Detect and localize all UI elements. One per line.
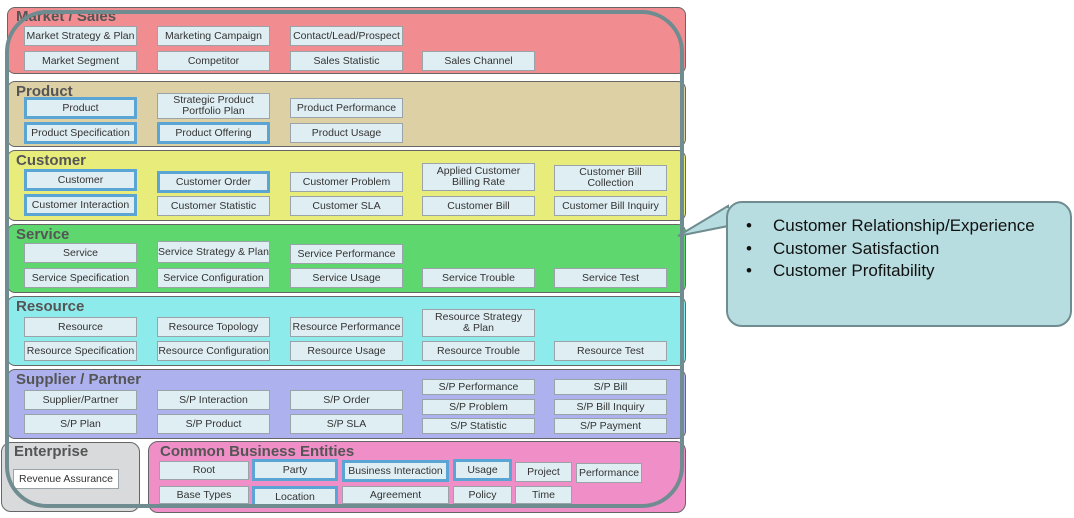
- band-title: Supplier / Partner: [16, 371, 142, 388]
- band-enterprise: Enterprise Revenue Assurance: [1, 442, 140, 512]
- band-title: Resource: [16, 298, 85, 315]
- cell-customer-bill: Customer Bill: [422, 196, 535, 216]
- cell-service-specification: Service Specification: [24, 268, 137, 288]
- cell-product-usage: Product Usage: [290, 123, 403, 143]
- cell-contact-lead-prospect: Contact/Lead/Prospect: [290, 26, 403, 46]
- cell-supplier-partner: Supplier/Partner: [24, 390, 137, 410]
- cell-service-strategy-plan: Service Strategy & Plan: [157, 241, 270, 263]
- cell-sp-problem: S/P Problem: [422, 399, 535, 415]
- cell-performance: Performance: [576, 463, 642, 483]
- cell-agreement: Agreement: [342, 486, 449, 504]
- cell-customer-bill-inquiry: Customer Bill Inquiry: [554, 196, 667, 216]
- cell-project: Project: [515, 462, 572, 482]
- cell-root: Root: [159, 461, 249, 480]
- cell-strategic-product-portfolio-plan: Strategic Product Portfolio Plan: [157, 93, 270, 119]
- cell-sp-interaction: S/P Interaction: [157, 390, 270, 410]
- callout-box: • Customer Relationship/Experience • Custo…: [726, 201, 1072, 327]
- cell-sp-product: S/P Product: [157, 414, 270, 434]
- cell-applied-customer-billing-rate: Applied Customer Billing Rate: [422, 163, 535, 191]
- bullet: •: [746, 261, 752, 280]
- band-title: Market / Sales: [16, 8, 117, 25]
- cell-usage: Usage: [453, 459, 512, 481]
- band-market-sales: Market / Sales Market Strategy & Plan Ma…: [7, 7, 686, 74]
- cell-product-performance: Product Performance: [290, 98, 403, 118]
- band-title: Customer: [16, 152, 87, 169]
- cell-product-specification: Product Specification: [24, 122, 137, 144]
- band-supplier-partner: Supplier / Partner Supplier/Partner S/P …: [7, 369, 686, 439]
- callout-item: • Customer Profitability: [746, 260, 1070, 283]
- cell-base-types: Base Types: [159, 486, 249, 504]
- cell-market-strategy-plan: Market Strategy & Plan: [24, 26, 137, 46]
- cell-sp-performance: S/P Performance: [422, 379, 535, 395]
- cell-sales-statistic: Sales Statistic: [290, 51, 403, 71]
- callout-item-text: Customer Relationship/Experience: [773, 216, 1035, 235]
- cell-resource-strategy-plan: Resource Strategy & Plan: [422, 309, 535, 337]
- cell-service-configuration: Service Configuration: [157, 268, 270, 288]
- cell-customer-bill-collection: Customer Bill Collection: [554, 165, 667, 191]
- band-product: Product Product Strategic Product Portfo…: [7, 81, 686, 147]
- cell-sp-bill: S/P Bill: [554, 379, 667, 395]
- cell-resource-topology: Resource Topology: [157, 317, 270, 337]
- cell-resource-configuration: Resource Configuration: [157, 341, 270, 361]
- cell-customer-interaction: Customer Interaction: [24, 194, 137, 216]
- bullet: •: [746, 216, 752, 235]
- band-customer: Customer Customer Customer Order Custome…: [7, 150, 686, 221]
- cell-party: Party: [252, 459, 338, 481]
- cell-customer-problem: Customer Problem: [290, 172, 403, 192]
- band-title: Common Business Entities: [160, 443, 355, 460]
- cell-competitor: Competitor: [157, 51, 270, 71]
- bullet: •: [746, 238, 752, 258]
- callout-item: • Customer Relationship/Experience: [746, 215, 1070, 238]
- cell-market-segment: Market Segment: [24, 51, 137, 71]
- cell-sp-sla: S/P SLA: [290, 414, 403, 434]
- callout-item-text: Customer Profitability: [773, 261, 935, 280]
- cell-product-offering: Product Offering: [157, 122, 270, 144]
- cell-sp-statistic: S/P Statistic: [422, 418, 535, 434]
- cell-resource-performance: Resource Performance: [290, 317, 403, 337]
- band-title: Enterprise: [14, 443, 89, 460]
- cell-product: Product: [24, 97, 137, 119]
- cell-sp-bill-inquiry: S/P Bill Inquiry: [554, 399, 667, 415]
- cell-resource-test: Resource Test: [554, 341, 667, 361]
- cell-service-test: Service Test: [554, 268, 667, 288]
- cell-customer: Customer: [24, 169, 137, 191]
- band-title: Service: [16, 226, 70, 243]
- cell-service-performance: Service Performance: [290, 244, 403, 264]
- cell-customer-statistic: Customer Statistic: [157, 196, 270, 216]
- cell-service-trouble: Service Trouble: [422, 268, 535, 288]
- cell-policy: Policy: [453, 486, 512, 504]
- cell-customer-sla: Customer SLA: [290, 196, 403, 216]
- cell-marketing-campaign: Marketing Campaign: [157, 26, 270, 46]
- cell-time: Time: [515, 486, 572, 504]
- cell-customer-order: Customer Order: [157, 171, 270, 193]
- band-title: Product: [16, 83, 73, 100]
- band-resource: Resource Resource Resource Topology Reso…: [7, 296, 686, 366]
- callout-item: • Customer Satisfaction: [746, 238, 1070, 261]
- cell-resource-trouble: Resource Trouble: [422, 341, 535, 361]
- cell-location: Location: [252, 486, 338, 508]
- cell-resource-specification: Resource Specification: [24, 341, 137, 361]
- cell-sp-order: S/P Order: [290, 390, 403, 410]
- cell-sp-plan: S/P Plan: [24, 414, 137, 434]
- cell-resource: Resource: [24, 317, 137, 337]
- cell-resource-usage: Resource Usage: [290, 341, 403, 361]
- cell-service-usage: Service Usage: [290, 268, 403, 288]
- band-common-business-entities: Common Business Entities Root Party Busi…: [148, 441, 686, 513]
- callout-list: • Customer Relationship/Experience • Custo…: [728, 203, 1070, 283]
- callout-item-text: Customer Satisfaction: [773, 238, 940, 258]
- callout-pointer: [677, 204, 730, 237]
- cell-sp-payment: S/P Payment: [554, 418, 667, 434]
- cell-service: Service: [24, 243, 137, 263]
- band-service: Service Service Service Strategy & Plan …: [7, 224, 686, 293]
- cell-revenue-assurance: Revenue Assurance: [13, 469, 119, 489]
- cell-sales-channel: Sales Channel: [422, 51, 535, 71]
- cell-business-interaction: Business Interaction: [342, 460, 449, 482]
